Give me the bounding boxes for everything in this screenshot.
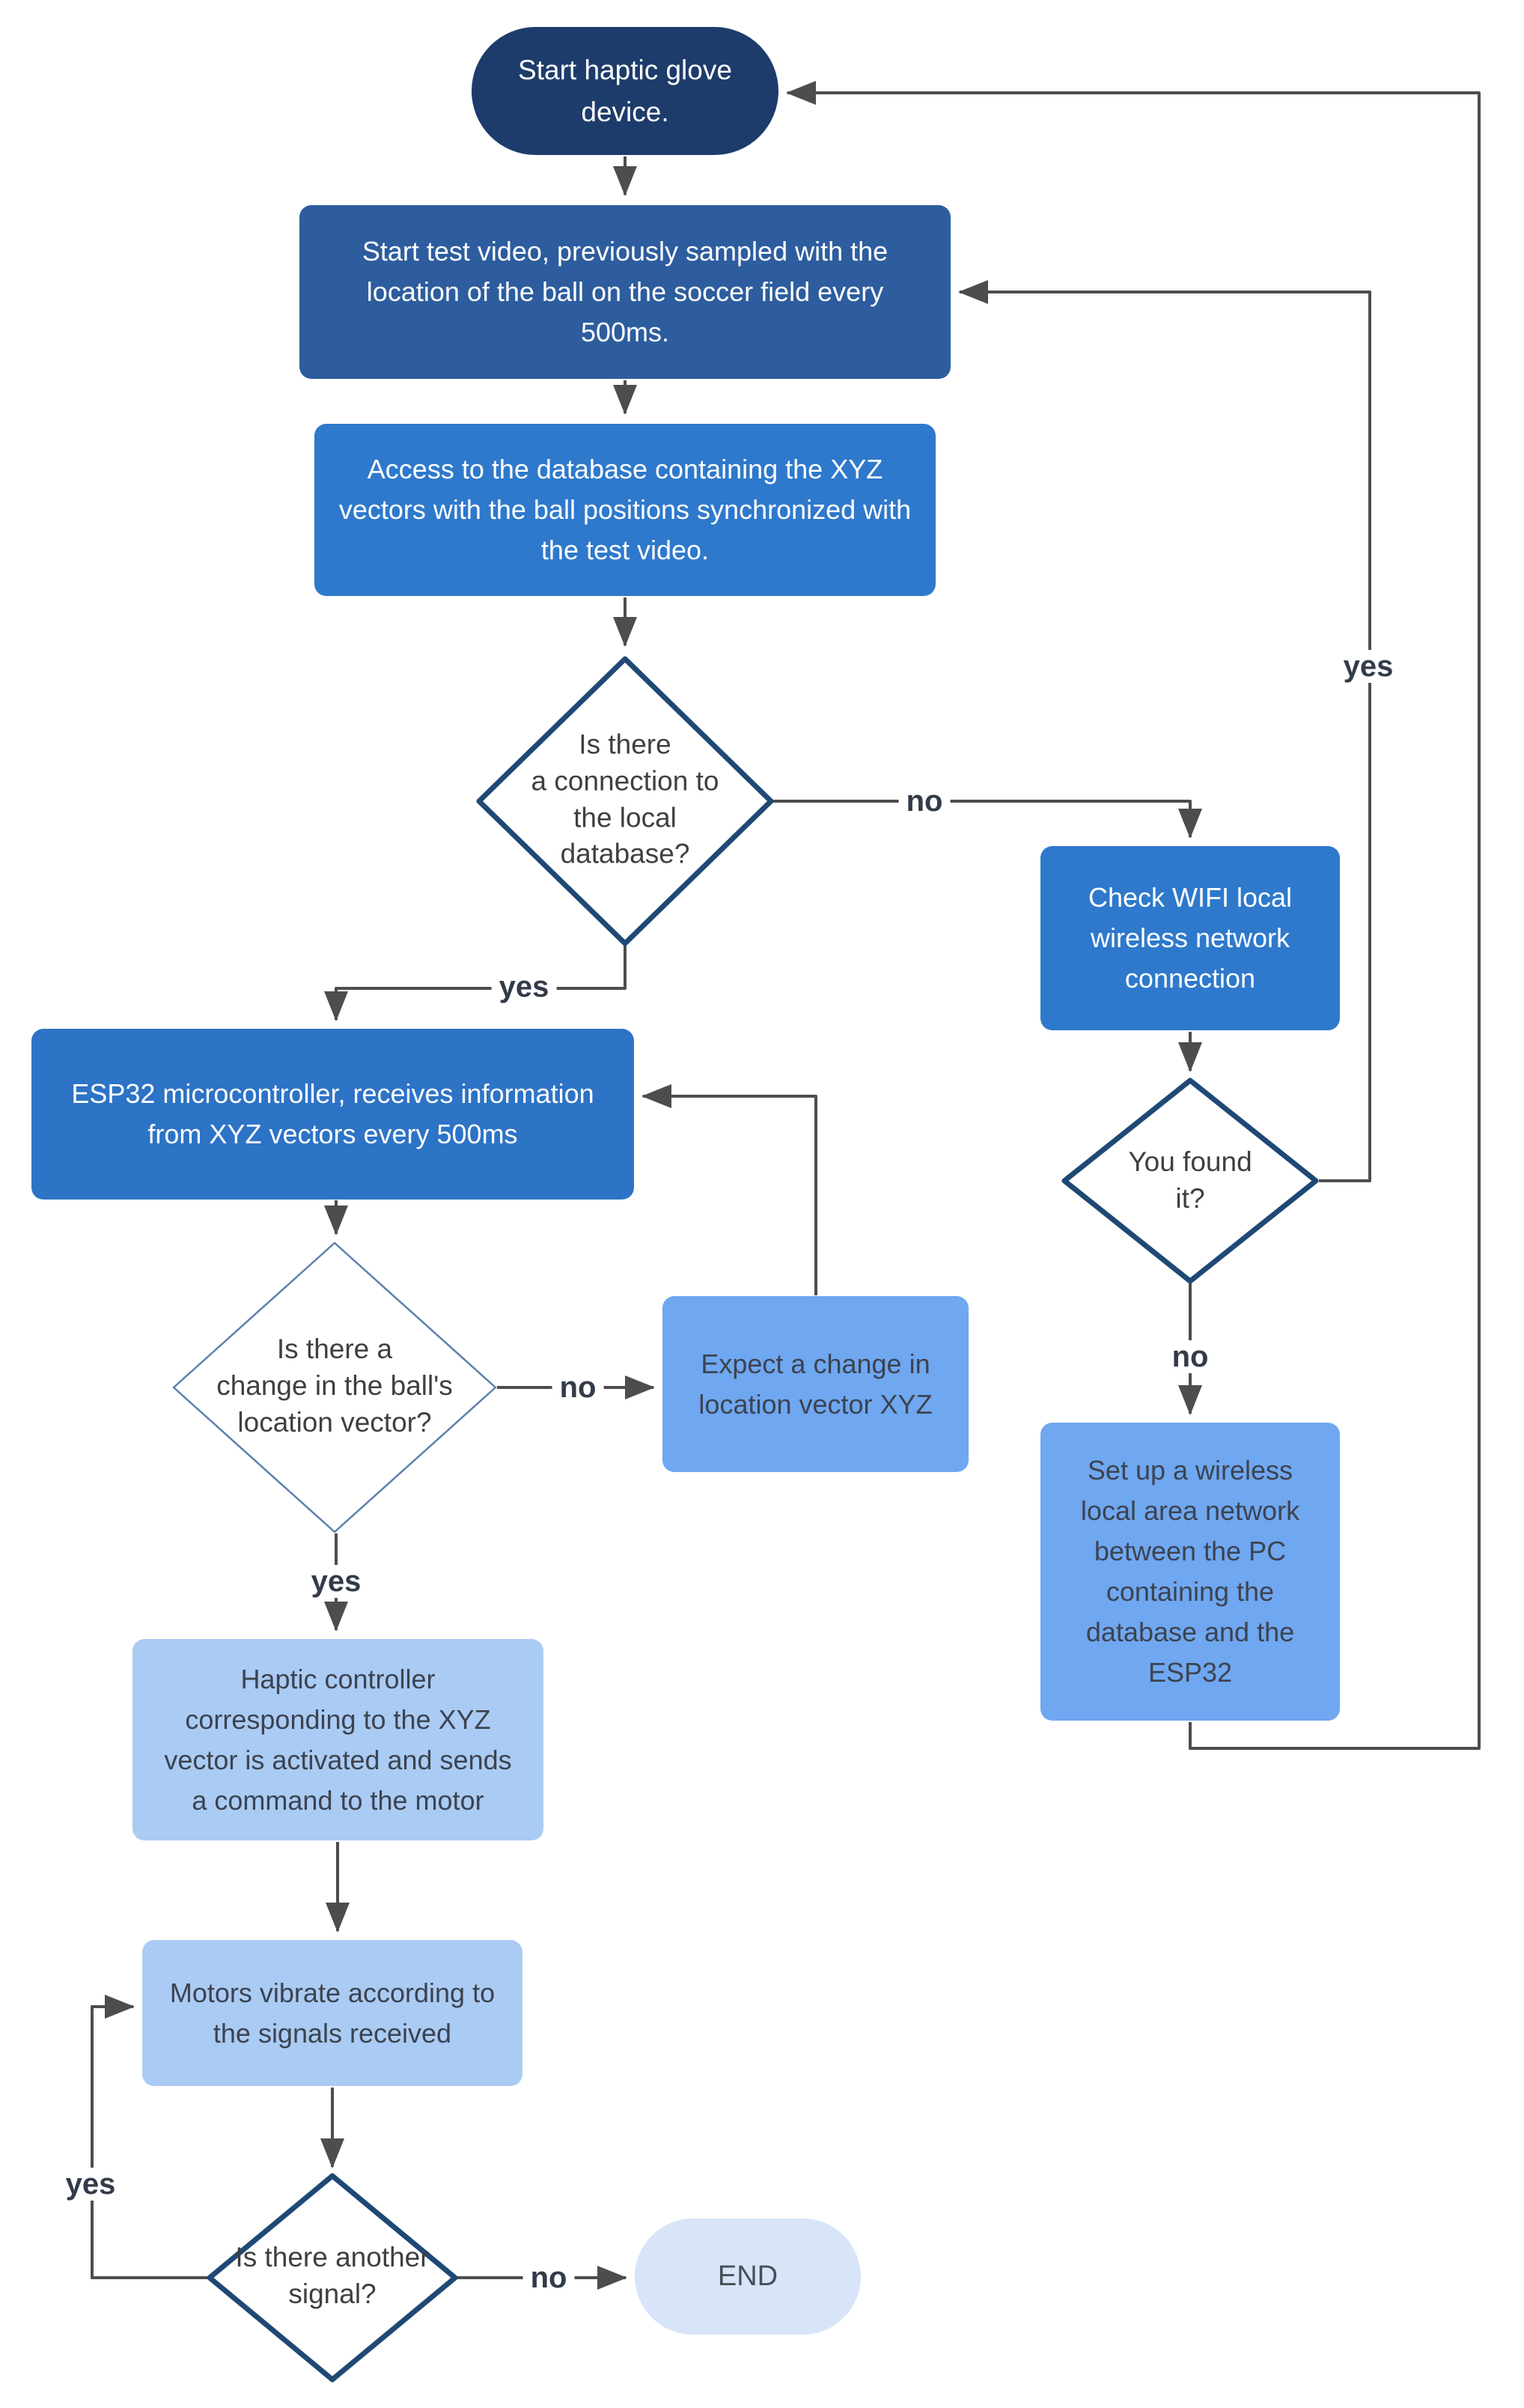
diamond-connection-shape: [476, 656, 774, 946]
diamond-found-shape: [1061, 1077, 1319, 1284]
decision-ball-location-change: Is there a change in the ball's location…: [216, 1333, 453, 1438]
process-esp32-microcontroller: ESP32 microcontroller, receives informat…: [31, 1029, 634, 1200]
connector-d-connection-yes-to-esp32: [324, 945, 627, 1021]
edge-label-signal-no: no: [522, 2261, 575, 2294]
connector-d-connection-no-to-wifi: [772, 800, 1202, 839]
decision-another-signal: Is there another signal?: [235, 2242, 430, 2309]
connector-d-signal-yes-to-motors: [91, 1995, 211, 2279]
edge-label-connection-no: no: [898, 785, 951, 818]
decision-you-found-it: You found it?: [1128, 1146, 1252, 1214]
process-access-database: Access to the database containing the XY…: [314, 424, 936, 596]
process-start-test-video: Start test video, previously sampled wit…: [299, 205, 951, 379]
edge-label-found-yes: yes: [1335, 650, 1401, 683]
connector-expect-to-esp32: [641, 1084, 817, 1295]
process-expect-change: Expect a change in location vector XYZ: [662, 1296, 969, 1472]
connector-setup-to-start: [786, 81, 1481, 1750]
connector-d-found-yes-to-video: [958, 280, 1371, 1182]
edge-label-change-no: no: [552, 1371, 604, 1404]
process-check-wifi: Check WIFI local wireless network connec…: [1040, 846, 1340, 1030]
edge-label-change-yes: yes: [303, 1565, 369, 1598]
process-setup-wlan: Set up a wireless local area network bet…: [1040, 1423, 1340, 1721]
start-node: Start haptic glove device.: [472, 27, 778, 155]
diamond-change-shape: [172, 1241, 497, 1533]
end-node: END: [635, 2219, 861, 2335]
process-motors-vibrate: Motors vibrate according to the signals …: [142, 1940, 522, 2086]
edge-label-connection-yes: yes: [491, 970, 557, 1003]
process-haptic-controller: Haptic controller corresponding to the X…: [132, 1639, 543, 1840]
edge-label-found-no: no: [1164, 1340, 1216, 1373]
edge-label-signal-yes: yes: [58, 2168, 124, 2201]
decision-local-database-connection: Is there a connection to the local datab…: [531, 729, 719, 869]
diamond-signal-shape: [207, 2173, 458, 2383]
